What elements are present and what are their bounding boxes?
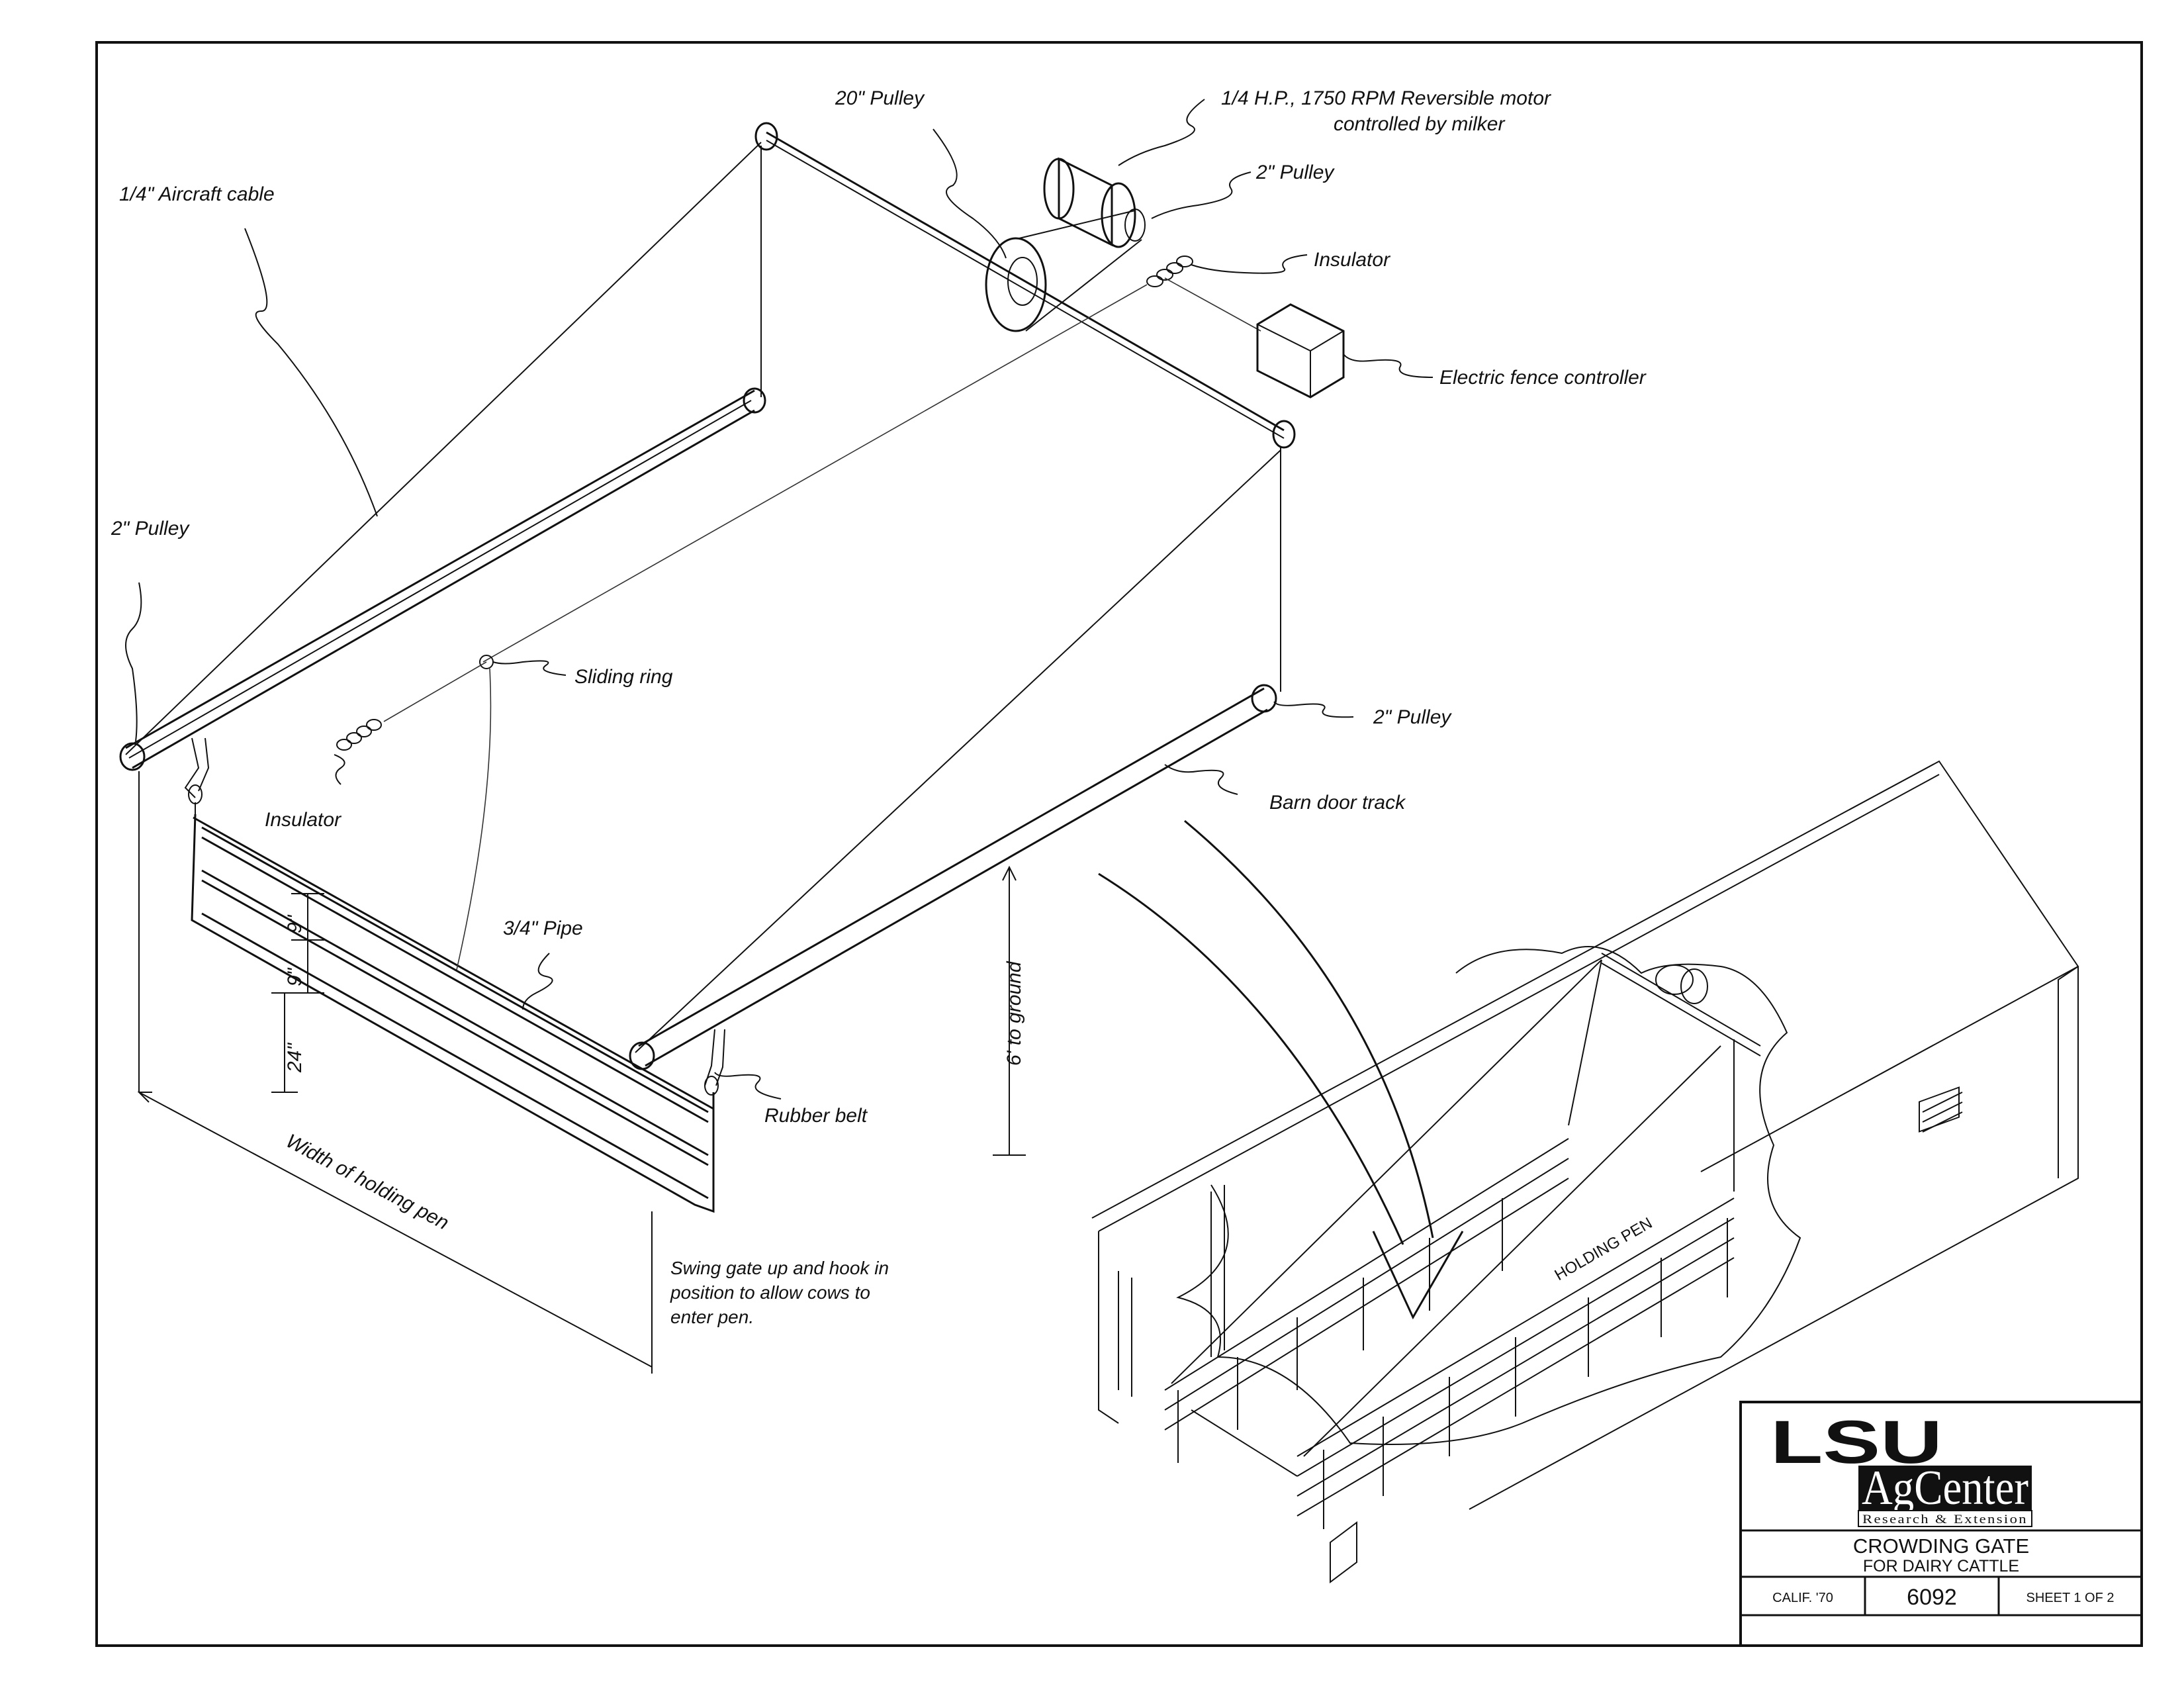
svg-text:AgCenter: AgCenter [1862, 1461, 2028, 1515]
label-pulley-2in-right: 2" Pulley [1373, 706, 1452, 728]
title-line2: FOR DAIRY CATTLE [1863, 1557, 2019, 1575]
reversible-motor [1019, 157, 1146, 332]
label-pipe-34in: 3/4" Pipe [503, 917, 583, 939]
label-motor-line1: 1/4 H.P., 1750 RPM Reversible motor [1221, 87, 1551, 109]
label-insulator-top: Insulator [1314, 249, 1390, 271]
label-dim-24: 24" [284, 1043, 306, 1073]
gate-assembly [119, 122, 1345, 1374]
svg-text:Research & Extension: Research & Extension [1862, 1513, 2028, 1526]
note-swing-gate-line1: Swing gate up and hook in [670, 1258, 889, 1278]
svg-text:LSU: LSU [1770, 1409, 1942, 1476]
title-line1: CROWDING GATE [1853, 1534, 2029, 1558]
drawing-border [95, 41, 2143, 1647]
label-rubber-belt: Rubber belt [764, 1105, 868, 1127]
label-dim-9-bottom: 9" [284, 967, 306, 986]
drawing-number: 6092 [1907, 1585, 1957, 1610]
large-pulley-20in [985, 237, 1047, 332]
dimension-pen-width [137, 771, 653, 1374]
label-dim-9-top: 9" [284, 914, 306, 933]
insulator-top [1146, 256, 1193, 287]
swing-gate-frame [191, 814, 715, 1213]
dimension-gate-height [271, 893, 324, 1093]
label-barn-door-track: Barn door track [1269, 792, 1406, 814]
title-block: LSU AgCenter Research & Extension CROWDI… [1739, 1401, 2143, 1647]
leader-lines [125, 99, 1433, 1100]
insulator-left [336, 719, 382, 751]
label-six-to-ground: 6' to ground [1003, 961, 1025, 1066]
label-motor-line2: controlled by milker [1334, 113, 1505, 135]
barn-illustration [1091, 760, 2079, 1583]
note-swing-gate-line2: position to allow cows to [670, 1282, 870, 1303]
label-pulley-2in-top: 2" Pulley [1255, 162, 1335, 183]
sheet-number: SHEET 1 OF 2 [2026, 1591, 2114, 1605]
label-aircraft-cable: 1/4" Aircraft cable [119, 183, 275, 205]
note-swing-gate-line3: enter pen. [670, 1307, 754, 1327]
label-electric-fence-controller: Electric fence controller [1439, 367, 1647, 389]
curved-arrow [1098, 820, 1464, 1320]
holding-pen-fence [1164, 1138, 1735, 1529]
dimension-six-to-ground [993, 865, 1026, 1156]
label-sliding-ring: Sliding ring [574, 666, 673, 688]
label-pulley-20in: 20" Pulley [835, 87, 925, 109]
label-pulley-2in-left: 2" Pulley [111, 518, 190, 539]
lsu-agcenter-logo: LSU AgCenter Research & Extension [1770, 1409, 2032, 1527]
label-insulator-left: Insulator [265, 809, 341, 831]
electric-fence-controller-box [1256, 303, 1345, 399]
drawing-origin: CALIF. '70 [1772, 1591, 1833, 1605]
